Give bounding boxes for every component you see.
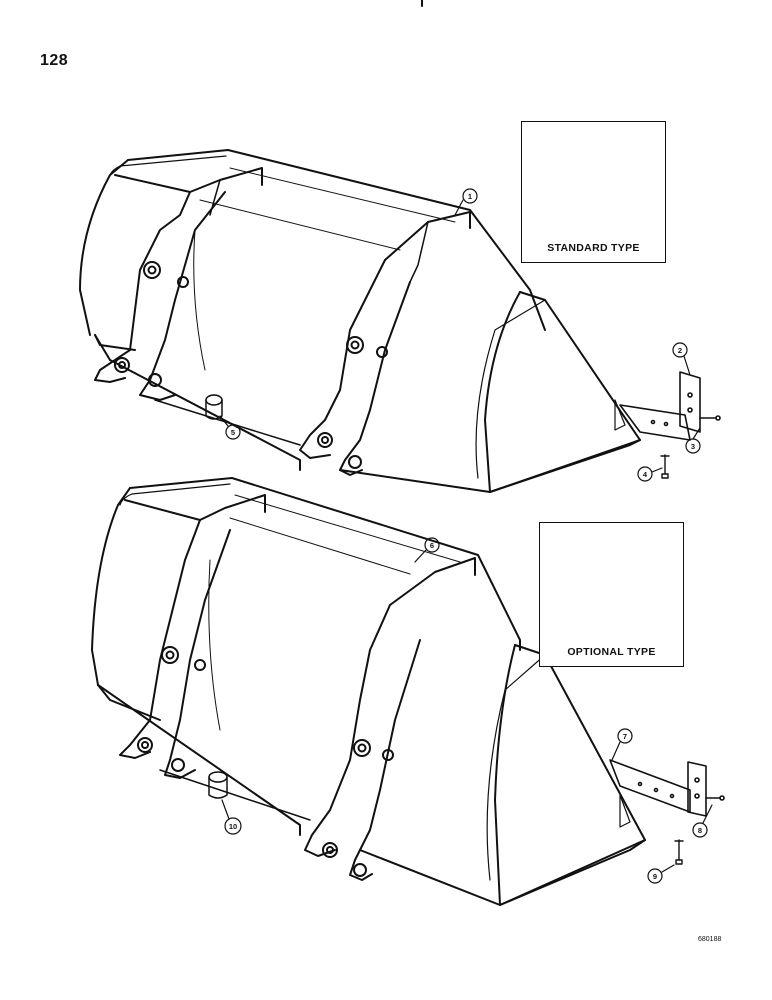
callout-6: 6 (430, 541, 434, 550)
callout-8: 8 (698, 826, 702, 835)
callout-2: 2 (678, 346, 682, 355)
bushing-upper (205, 394, 223, 420)
inset-standard: STANDARD TYPE (521, 121, 666, 263)
side-cutter-upper (619, 371, 721, 441)
page-number: 128 (40, 52, 69, 69)
callout-9: 9 (653, 872, 657, 881)
inset-standard-title: STANDARD TYPE (547, 242, 640, 254)
bucket-lower (91, 477, 646, 906)
callout-labels: 1 2 3 4 5 6 7 8 9 10 (229, 192, 702, 881)
callout-7: 7 (623, 732, 627, 741)
bolt-lower (674, 839, 684, 865)
inset-optional: OPTIONAL TYPE (539, 522, 684, 667)
callout-3: 3 (691, 442, 695, 451)
bolt-upper (660, 454, 670, 479)
callout-10: 10 (229, 822, 237, 831)
inset-optional-title: OPTIONAL TYPE (567, 646, 656, 658)
bucket-upper (79, 149, 641, 493)
figure-code: 680188 (698, 936, 722, 943)
bushing-lower (208, 771, 228, 799)
callout-1: 1 (468, 192, 472, 201)
callout-4: 4 (643, 470, 648, 479)
callouts (219, 188, 713, 884)
callout-5: 5 (231, 428, 235, 437)
